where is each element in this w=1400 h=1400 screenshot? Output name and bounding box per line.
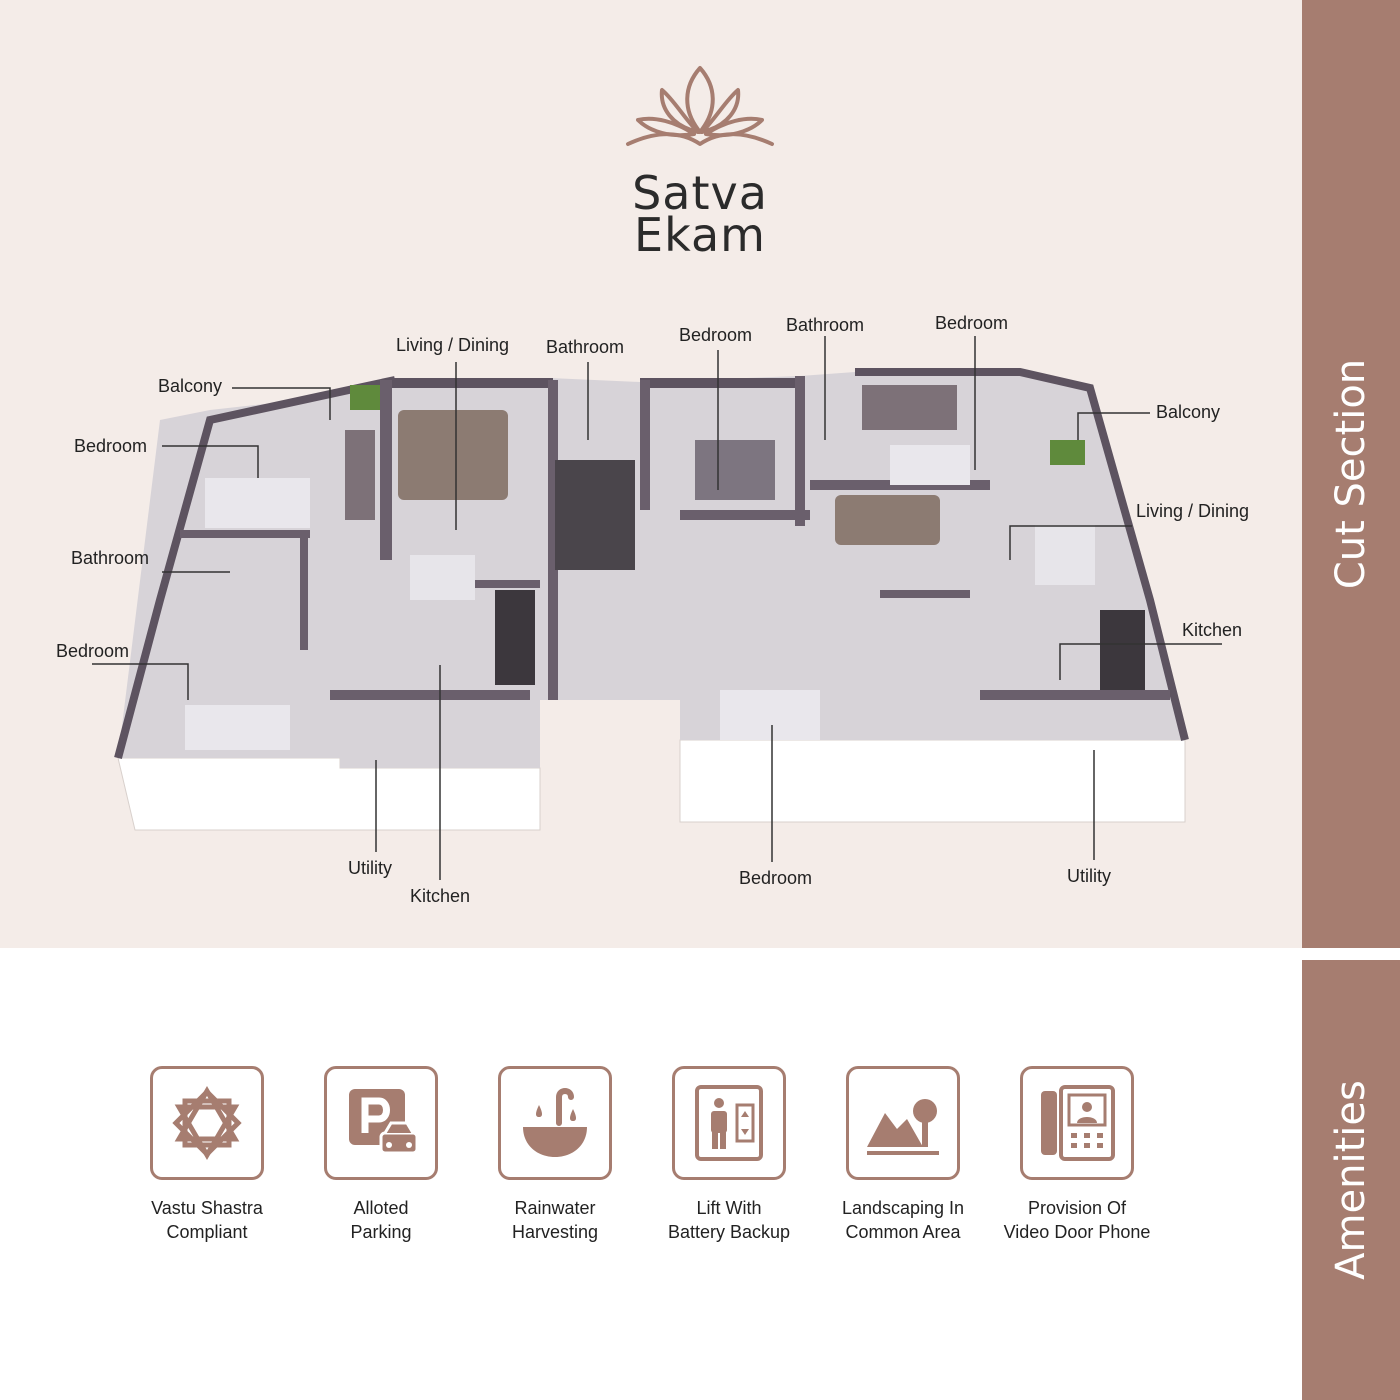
amenity-vastu-line1: Vastu Shastra — [151, 1198, 263, 1218]
cut-section-title: Cut Section — [1328, 358, 1374, 590]
label-utility-right: Utility — [1067, 866, 1111, 886]
bed-center-top — [695, 440, 775, 500]
label-bedroom-left-lower: Bedroom — [56, 641, 130, 661]
label-bedroom-center-top: Bedroom — [679, 325, 753, 345]
wardrobe-left — [345, 430, 375, 520]
label-bedroom-right-top: Bedroom — [935, 313, 1009, 333]
amenities-tab: Amenities — [1302, 960, 1400, 1400]
bed-left-upper — [205, 478, 310, 528]
sofa-left — [398, 410, 508, 500]
amenity-vastu-line2: Compliant — [166, 1222, 248, 1242]
label-bedroom-bottom: Bedroom — [739, 868, 813, 888]
label-living-dining-left: Living / Dining — [396, 335, 510, 355]
label-bedroom-left-upper: Bedroom — [74, 436, 148, 456]
label-utility-left: Utility — [348, 858, 392, 878]
kitchen-counter-right — [1100, 610, 1145, 690]
amenity-rainwater-line1: Rainwater — [514, 1198, 596, 1218]
plant-left — [350, 385, 380, 410]
plan-outer-wall — [114, 376, 396, 760]
bed-left-lower — [185, 705, 290, 750]
bed-bottom — [720, 690, 820, 740]
plan-base — [117, 757, 541, 831]
video-door-phone-icon — [1041, 1085, 1115, 1161]
label-bathroom-left: Bathroom — [71, 548, 150, 568]
label-kitchen-left: Kitchen — [410, 886, 471, 906]
brand-logo: Satva Ekam — [600, 60, 800, 262]
amenities-title: Amenities — [1328, 1080, 1374, 1280]
rainwater-icon — [523, 1088, 587, 1157]
amenity-lift-line1: Lift With — [696, 1198, 762, 1218]
label-bathroom-right-top: Bathroom — [786, 315, 865, 335]
brand-name-line2: Ekam — [634, 208, 766, 262]
plan-wall-top-left — [388, 378, 553, 388]
amenity-parking-line2: Parking — [350, 1222, 412, 1242]
label-balcony-left: Balcony — [158, 376, 223, 396]
amenity-video-door-phone-line1: Provision Of — [1027, 1198, 1127, 1218]
vastu-star-icon — [172, 1086, 242, 1160]
landscape-icon — [867, 1099, 939, 1155]
wardrobe-right — [862, 385, 957, 430]
sofa-right — [835, 495, 940, 545]
amenity-lift-line2: Battery Backup — [667, 1222, 791, 1242]
label-balcony-right: Balcony — [1156, 402, 1221, 422]
bed-right-top — [890, 445, 970, 485]
label-bathroom-center: Bathroom — [546, 337, 625, 357]
lift-core — [555, 460, 635, 570]
parking-icon — [349, 1089, 419, 1155]
plan-outer-wall-right — [855, 368, 1189, 741]
brand-name-line1: Satva — [632, 166, 768, 220]
dining-left — [410, 555, 475, 600]
dining-right — [1035, 525, 1095, 585]
amenity-parking-line1: Alloted — [353, 1198, 409, 1218]
floor-plan-cut-section — [92, 336, 1222, 880]
amenity-landscaping-line1: Landscaping In — [841, 1198, 965, 1218]
amenity-video-door-phone-line2: Video Door Phone — [1003, 1222, 1151, 1242]
lift-icon — [695, 1085, 763, 1161]
plant-right — [1050, 440, 1085, 465]
amenity-rainwater-line2: Harvesting — [511, 1222, 599, 1242]
amenity-landscaping-line2: Common Area — [845, 1222, 961, 1242]
label-living-dining-right: Living / Dining — [1136, 501, 1250, 521]
lotus-icon — [626, 66, 774, 146]
cut-section-tab: Cut Section — [1302, 0, 1400, 948]
plan-base-right — [679, 739, 1186, 823]
kitchen-counter-left — [495, 590, 535, 685]
label-kitchen-right: Kitchen — [1182, 620, 1243, 640]
